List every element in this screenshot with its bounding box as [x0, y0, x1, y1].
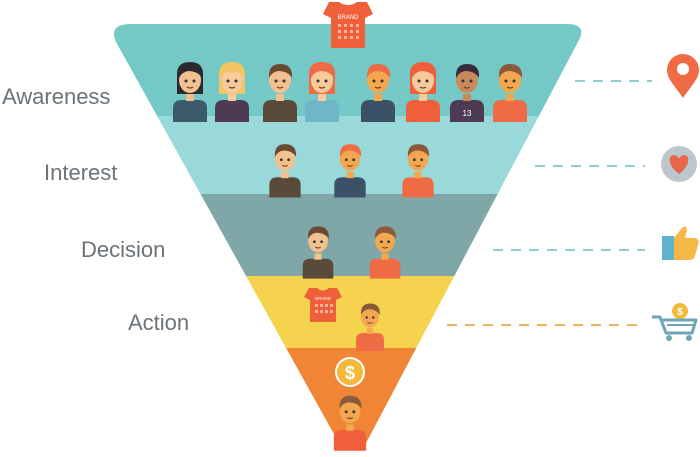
awareness-person-icon: 13 [450, 64, 484, 122]
svg-text:$: $ [677, 307, 683, 318]
awareness-person-icon [406, 62, 440, 122]
stage-label-awareness: Awareness [2, 84, 111, 109]
brand-shirt-small-icon: BRAND [304, 288, 342, 322]
awareness-person-icon [263, 64, 297, 122]
awareness-person-icon [173, 62, 207, 122]
stage-label-decision: Decision [81, 237, 166, 262]
people-layer: 13 [173, 62, 527, 352]
decision-person-icon [302, 226, 334, 279]
stage-label-interest: Interest [44, 160, 118, 185]
customer-person-icon [333, 395, 367, 451]
brand-shirt-icon: BRAND [323, 2, 373, 48]
awareness-person-icon [305, 62, 339, 122]
brand-label-small: BRAND [315, 296, 332, 301]
interest-person-icon [269, 144, 301, 198]
shopping-cart-icon: $ [652, 303, 698, 341]
decision-person-icon [369, 226, 401, 279]
interest-person-icon [334, 144, 366, 198]
action-person-icon [356, 303, 384, 352]
heart-icon [661, 146, 697, 182]
awareness-person-icon [361, 64, 395, 122]
stage-label-action: Action [128, 310, 190, 335]
interest-person-icon [402, 144, 434, 198]
dollar-coin-icon: $ [335, 357, 365, 387]
funnel-band-decision [113, 194, 582, 276]
thumbs-up-icon [662, 226, 699, 260]
brand-label: BRAND [337, 15, 359, 21]
location-pin-icon [667, 54, 699, 98]
svg-text:13: 13 [463, 109, 472, 118]
funnel-band-action [113, 276, 582, 348]
customer-person-icon [333, 395, 367, 451]
awareness-person-icon [215, 62, 249, 122]
svg-text:$: $ [345, 363, 355, 383]
awareness-person-icon [493, 64, 527, 122]
